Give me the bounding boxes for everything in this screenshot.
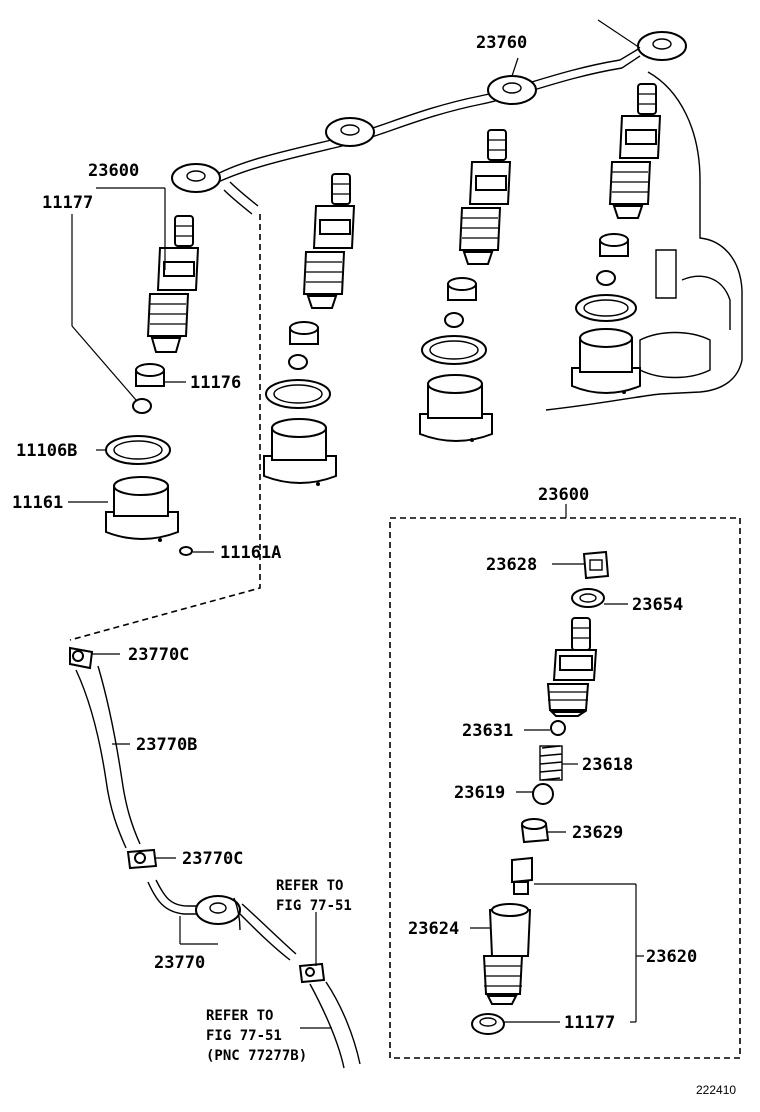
- refer-note-1-line1: REFER TO: [276, 878, 343, 894]
- label-23770: 23770: [154, 953, 205, 973]
- return-clip-and-hose: [298, 912, 361, 1069]
- injector-nozzle-4: [571, 83, 662, 394]
- cylinder-head-outline: [545, 71, 743, 411]
- label-23654: 23654: [632, 595, 683, 615]
- seat-11176-left: [135, 363, 165, 387]
- label-23770b: 23770B: [136, 735, 197, 755]
- label-23600-box: 23600: [538, 485, 589, 505]
- label-23631: 23631: [462, 721, 513, 741]
- label-11177-top: 11177: [42, 193, 93, 213]
- pin-11161a: [179, 546, 193, 556]
- label-23624: 23624: [408, 919, 459, 939]
- holder-11161-left: [105, 476, 179, 542]
- refer-note-2-line2: FIG 77-51: [206, 1028, 282, 1044]
- return-pipe-23760: [171, 19, 687, 215]
- injector-nozzle-1: [146, 215, 200, 353]
- label-23770c-bottom: 23770C: [182, 849, 243, 869]
- injector-nozzle-2: [263, 173, 356, 486]
- label-11161a: 11161A: [220, 543, 281, 563]
- fuel-pipe-23770: [147, 879, 297, 961]
- label-23618: 23618: [582, 755, 633, 775]
- label-23600-top: 23600: [88, 161, 139, 181]
- label-11177-box: 11177: [564, 1013, 615, 1033]
- label-23760: 23760: [476, 33, 527, 53]
- label-23629: 23629: [572, 823, 623, 843]
- refer-note-1-line2: FIG 77-51: [276, 898, 352, 914]
- refer-note-2-line1: REFER TO: [206, 1008, 273, 1024]
- label-23770c-top: 23770C: [128, 645, 189, 665]
- label-23619: 23619: [454, 783, 505, 803]
- nozzle-holder-assembly-exploded: [470, 550, 644, 1035]
- gasket-11177-left: [132, 398, 152, 414]
- refer-note-2-line3: (PNC 77277B): [206, 1048, 307, 1064]
- dashed-routing-line: [69, 214, 261, 641]
- detail-box-23600: [389, 504, 741, 1059]
- label-23628: 23628: [486, 555, 537, 575]
- oring-11106b-left: [105, 435, 171, 465]
- leader-lines-left: [68, 187, 214, 553]
- figure-number: 222410: [696, 1083, 736, 1097]
- label-23620: 23620: [646, 947, 697, 967]
- clip-23770c-top: [69, 646, 120, 670]
- hose-23770b: [75, 665, 141, 849]
- label-11106b: 11106B: [16, 441, 77, 461]
- clip-23770c-bottom: [126, 848, 176, 870]
- injector-nozzle-3: [419, 129, 512, 442]
- label-11161: 11161: [12, 493, 63, 513]
- label-11176: 11176: [190, 373, 241, 393]
